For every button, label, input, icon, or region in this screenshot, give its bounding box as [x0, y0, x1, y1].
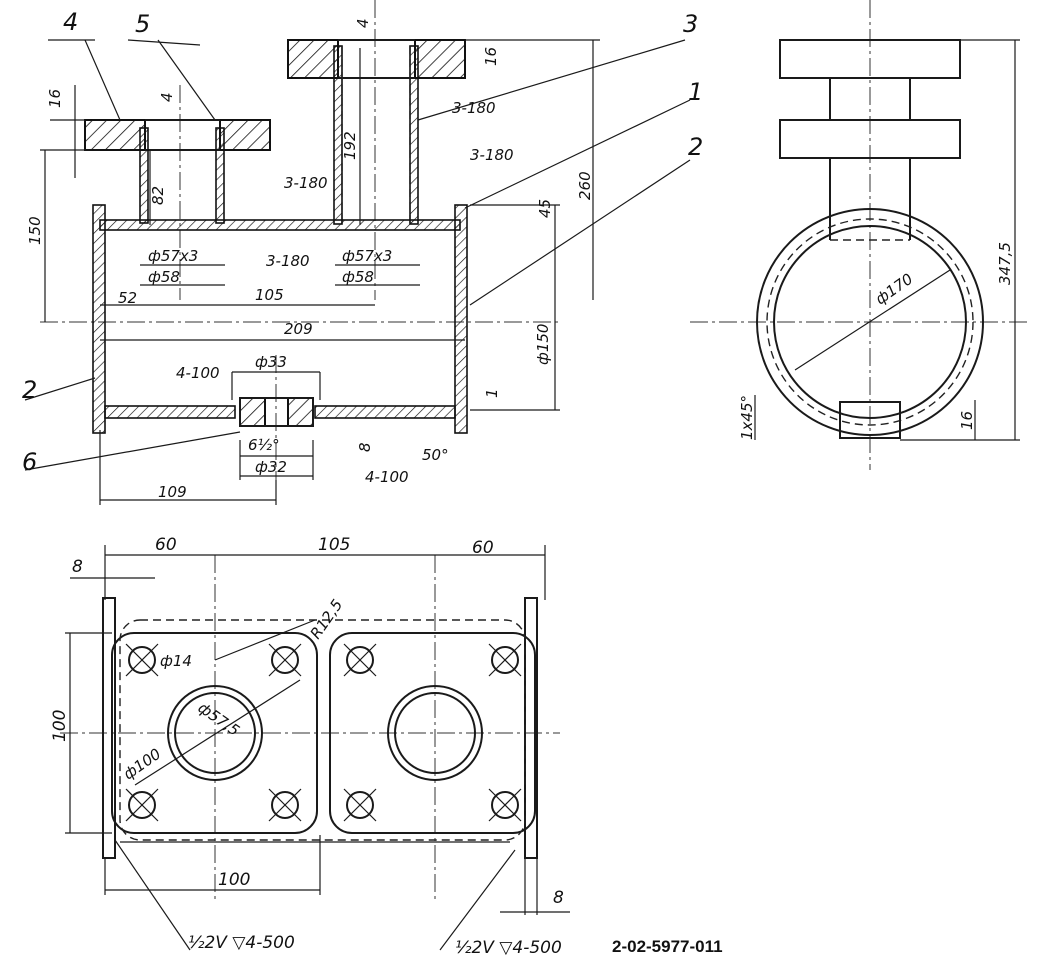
top-plate [99, 219, 461, 231]
weld-3-180-a: 3-180 [452, 99, 496, 117]
weld-note-right: ½2V ▽4-500 [455, 938, 562, 958]
part-labels: 4 5 3 1 2 2 6 [22, 8, 703, 476]
dim-100-bottom: 100 [218, 870, 250, 890]
shell-wall-left [92, 204, 106, 434]
left-flange-right-half [219, 119, 271, 151]
dim-109: 109 [158, 483, 187, 501]
weld-3-180-b: 3-180 [470, 146, 514, 164]
dia-58-right: ф58 [342, 268, 374, 286]
dia-150: ф150 [534, 324, 552, 365]
part-label-1: 1 [688, 78, 703, 106]
plan-view [60, 545, 570, 951]
dim-105: 105 [255, 286, 284, 304]
dim-4-left: 4 [158, 92, 176, 102]
dim-52: 52 [118, 289, 137, 307]
dim-16-left: 16 [46, 89, 64, 108]
front-dimension-text: 16 4 4 16 150 82 192 260 45 105 52 209 1… [26, 18, 594, 501]
dia-100: ф100 [120, 745, 164, 784]
dim-8-bottom: 8 [553, 888, 564, 908]
part-label-2: 2 [688, 133, 703, 161]
dim-82: 82 [149, 186, 167, 205]
dim-100-vert: 100 [50, 710, 70, 742]
dim-8: 8 [356, 442, 374, 452]
dia-32: ф32 [255, 458, 287, 476]
dia-33: ф33 [255, 353, 287, 371]
dim-347-5: 347,5 [996, 242, 1014, 285]
dim-4-top: 4 [354, 18, 372, 28]
weld-3-180-c: 3-180 [284, 174, 328, 192]
dim-260: 260 [576, 171, 594, 200]
left-pipe-wall-r [215, 127, 225, 224]
dia-14: ф14 [160, 652, 192, 670]
side-view [690, 0, 1030, 470]
weld-note-left: ½2V ▽4-500 [188, 933, 295, 953]
weld-3-180-d: 3-180 [266, 252, 310, 270]
plan-dimension-text: 60 105 60 8 R12,5 ф14 ф57,5 100 ф100 100… [50, 535, 564, 958]
chamfer-1x45: 1x45° [738, 395, 756, 440]
dim-16-top: 16 [482, 47, 500, 66]
part-label-2b: 2 [22, 376, 37, 404]
dia-57x3-left: ф57x3 [148, 247, 198, 265]
dim-60-right: 60 [472, 538, 494, 558]
bolt-holes [125, 643, 522, 822]
part-label-6: 6 [22, 448, 37, 476]
weld-4-100-b: 4-100 [365, 468, 409, 486]
dim-1: 1 [483, 388, 501, 398]
left-pipe-wall-l [139, 127, 149, 224]
side-dimension-text: ф170 347,5 16 1x45° [738, 242, 1014, 440]
boss-left [239, 397, 266, 427]
dim-209: 209 [284, 320, 313, 338]
dim-16-side: 16 [958, 411, 976, 430]
dia-170: ф170 [872, 270, 916, 309]
top-flange-right-half [414, 39, 466, 79]
drawing-code: 2-02-5977-011 [612, 937, 723, 956]
right-pipe-wall-r [409, 45, 419, 225]
top-flange-left-half [287, 39, 339, 79]
part-label-4: 4 [63, 8, 78, 36]
dia-57x3-right: ф57x3 [342, 247, 392, 265]
bottom-plate-right [314, 405, 456, 419]
dim-192: 192 [341, 131, 359, 160]
dim-105-plan: 105 [318, 535, 350, 555]
shell-wall-right [454, 204, 468, 434]
dim-8-top: 8 [72, 557, 83, 577]
weld-4-100-a: 4-100 [176, 364, 220, 382]
dim-45: 45 [536, 199, 554, 218]
left-flange-left-half [84, 119, 146, 151]
part-label-3: 3 [683, 10, 698, 38]
boss-right [287, 397, 314, 427]
bottom-plate-left [104, 405, 236, 419]
angle-50: 50° [422, 446, 449, 464]
angle-6-5: 6½° [248, 436, 280, 454]
front-section-view [24, 0, 691, 505]
dia-58-left: ф58 [148, 268, 180, 286]
dim-150: 150 [26, 216, 44, 245]
dim-60-left: 60 [155, 535, 177, 555]
dia-57-5: ф57,5 [195, 699, 243, 740]
part-label-5: 5 [135, 10, 150, 38]
